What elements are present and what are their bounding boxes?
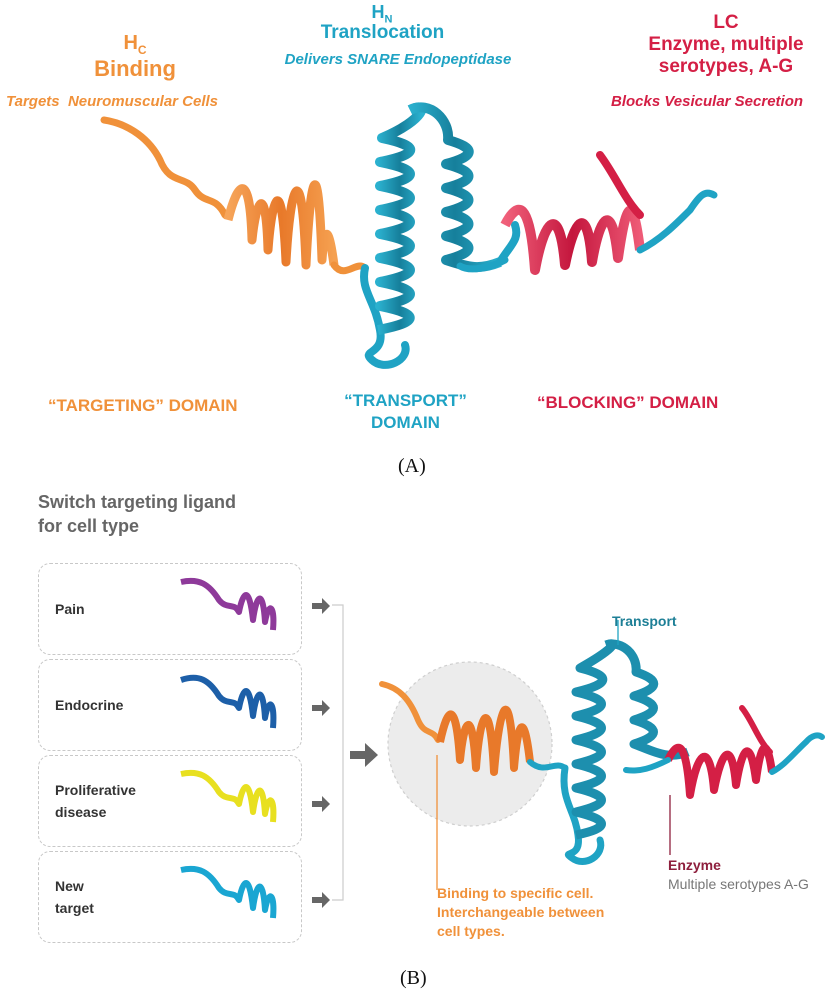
- card-proliferative: Proliferative disease: [38, 755, 302, 847]
- transport-domain-label-1: “TRANSPORT”: [344, 391, 467, 410]
- pain-ligand-ribbon: [180, 577, 277, 631]
- hn-title: Translocation: [320, 22, 445, 43]
- botulinum-toxin-structure: [100, 102, 718, 369]
- hc-symbol: HC: [123, 32, 147, 57]
- hc-subtitle: Targets Neuromuscular Cells: [6, 93, 219, 110]
- transport-domain-label-2: DOMAIN: [371, 413, 440, 432]
- lc-subtitle: Blocks Vesicular Secretion: [611, 93, 804, 110]
- panel-b-caption: (B): [400, 967, 427, 989]
- hn-helix: [360, 102, 521, 369]
- panel-a-caption: (A): [398, 455, 426, 477]
- hn-symbol: HN: [371, 2, 393, 26]
- hc-title: Binding: [94, 56, 176, 81]
- arrow-right-icon: [312, 598, 378, 908]
- lc-title-2: Enzyme, multiple: [648, 34, 804, 55]
- card-label: Proliferative disease: [55, 782, 136, 820]
- transport-label: Transport: [612, 613, 677, 629]
- card-new-target: New target: [38, 851, 302, 943]
- new-target-ligand-ribbon: [180, 865, 277, 919]
- card-endocrine: Endocrine: [38, 659, 302, 751]
- blocking-domain-label: “BLOCKING” DOMAIN: [537, 393, 719, 412]
- lc-helix: [456, 151, 718, 275]
- panel-b-heading-1: Switch targeting ligand: [38, 492, 237, 512]
- proliferative-ligand-ribbon: [180, 769, 277, 823]
- card-label: New target: [55, 878, 94, 916]
- binding-label-1: Binding to specific cell.: [437, 885, 594, 901]
- hn-subtitle: Delivers SNARE Endopeptidase: [284, 51, 512, 68]
- panel-b-heading-2: for cell type: [38, 516, 140, 536]
- lc-title-1: LC: [713, 12, 739, 33]
- binding-label-2: Interchangeable between: [437, 904, 605, 920]
- card-pain: Pain: [38, 563, 302, 655]
- targeting-domain-label: “TARGETING” DOMAIN: [48, 396, 238, 415]
- binding-label-3: cell types.: [437, 923, 505, 939]
- hc-coil: [100, 116, 229, 219]
- card-label: Endocrine: [55, 697, 124, 713]
- endocrine-ligand-ribbon: [180, 674, 277, 729]
- serotypes-label: Multiple serotypes A-G: [668, 876, 809, 892]
- card-label: Pain: [55, 601, 85, 617]
- lc-title-3: serotypes, A-G: [658, 56, 794, 77]
- enzyme-label: Enzyme: [668, 857, 721, 873]
